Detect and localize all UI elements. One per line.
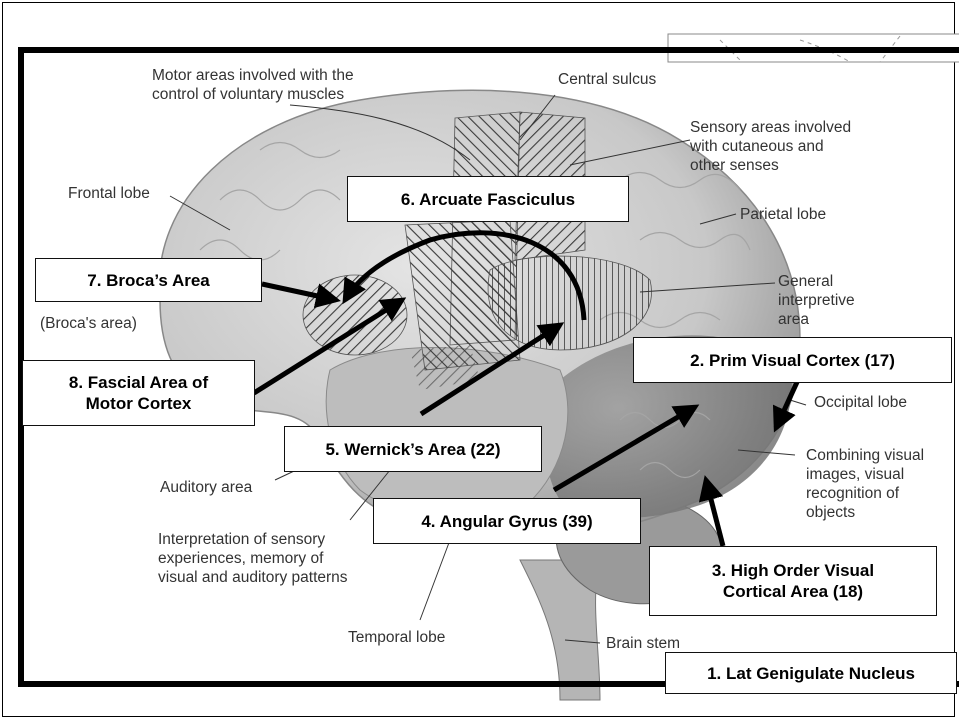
broca-small-label: (Broca's area) (40, 314, 137, 333)
sensory-areas-label: Sensory areas involved with cutaneous an… (690, 118, 851, 175)
wernickes-area-box: 5. Wernick’s Area (22) (284, 426, 542, 472)
prim-visual-cortex-box: 2. Prim Visual Cortex (17) (633, 337, 952, 383)
general-interpretive-label: General interpretive area (778, 272, 855, 329)
angular-gyrus-box: 4. Angular Gyrus (39) (373, 498, 641, 544)
auditory-area-label: Auditory area (160, 478, 252, 497)
occipital-lobe-label: Occipital lobe (814, 393, 907, 412)
motor-areas-label: Motor areas involved with the control of… (152, 66, 354, 104)
frontal-lobe-label: Frontal lobe (68, 184, 150, 203)
combining-visual-label: Combining visual images, visual recognit… (806, 446, 924, 522)
brocas-area-box: 7. Broca’s Area (35, 258, 262, 302)
arcuate-fasciculus-box: 6. Arcuate Fasciculus (347, 176, 629, 222)
parietal-lobe-label: Parietal lobe (740, 205, 826, 224)
fascial-area-box: 8. Fascial Area of Motor Cortex (22, 360, 255, 426)
central-sulcus-label: Central sulcus (558, 70, 656, 89)
temporal-lobe-label: Temporal lobe (348, 628, 445, 647)
interpretation-sensory-label: Interpretation of sensory experiences, m… (158, 530, 348, 587)
lat-geniculate-box: 1. Lat Genigulate Nucleus (665, 652, 957, 694)
high-order-visual-box: 3. High Order Visual Cortical Area (18) (649, 546, 937, 616)
brain-stem-label: Brain stem (606, 634, 680, 653)
